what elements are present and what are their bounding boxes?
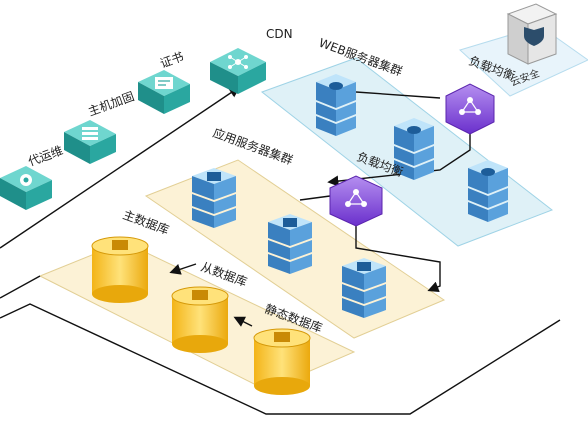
load-balancer-middle xyxy=(329,175,383,227)
cloud-icon xyxy=(481,168,495,176)
grid-icon xyxy=(112,240,128,250)
shield-icon xyxy=(524,27,544,46)
grid-icon xyxy=(192,290,208,300)
host-hardening-box xyxy=(64,120,116,164)
label-ops: 代运维 xyxy=(26,143,65,168)
ops-box xyxy=(0,166,52,210)
grid-icon xyxy=(274,332,290,342)
lower-main-line xyxy=(0,275,41,299)
label-app-cluster: 应用服务器集群 xyxy=(211,125,295,168)
cloud-icon xyxy=(329,82,343,90)
app-server-1 xyxy=(192,168,236,228)
certificate-box xyxy=(138,70,190,114)
database-slave xyxy=(171,286,229,353)
document-icon xyxy=(207,172,221,181)
lower-outer-line xyxy=(0,303,561,415)
label-certificate: 证书 xyxy=(158,49,185,70)
cloud-icon xyxy=(407,126,421,134)
database-static xyxy=(253,328,311,395)
label-master-db: 主数据库 xyxy=(121,207,171,238)
share-node-icon xyxy=(459,97,481,115)
web-server-3 xyxy=(468,160,508,222)
label-cdn: CDN xyxy=(266,27,293,41)
web-to-lb-line xyxy=(355,91,441,99)
label-host-hardening: 主机加固 xyxy=(86,89,136,119)
cdn-box xyxy=(210,48,266,94)
database-master xyxy=(91,236,149,303)
server-rack-icon xyxy=(82,127,98,140)
app-to-lb-line xyxy=(299,195,331,201)
gear-icon xyxy=(20,174,32,186)
master-to-slave-line xyxy=(169,263,197,275)
web-server-2 xyxy=(394,118,434,180)
share-node-icon xyxy=(345,189,367,207)
app-server-2 xyxy=(268,214,312,274)
web-server-1 xyxy=(316,74,356,136)
security-box xyxy=(506,3,558,65)
app-server-3 xyxy=(342,258,386,318)
lb-top-to-app-line xyxy=(327,120,471,187)
certificate-icon xyxy=(155,77,173,89)
load-balancer-top xyxy=(445,83,495,135)
document-icon xyxy=(283,218,297,227)
lb-mid-to-db-line xyxy=(355,224,441,293)
cdn-main-line xyxy=(0,86,241,249)
network-icon xyxy=(228,55,248,69)
slave-to-static-line xyxy=(233,316,253,327)
document-icon xyxy=(357,262,371,271)
